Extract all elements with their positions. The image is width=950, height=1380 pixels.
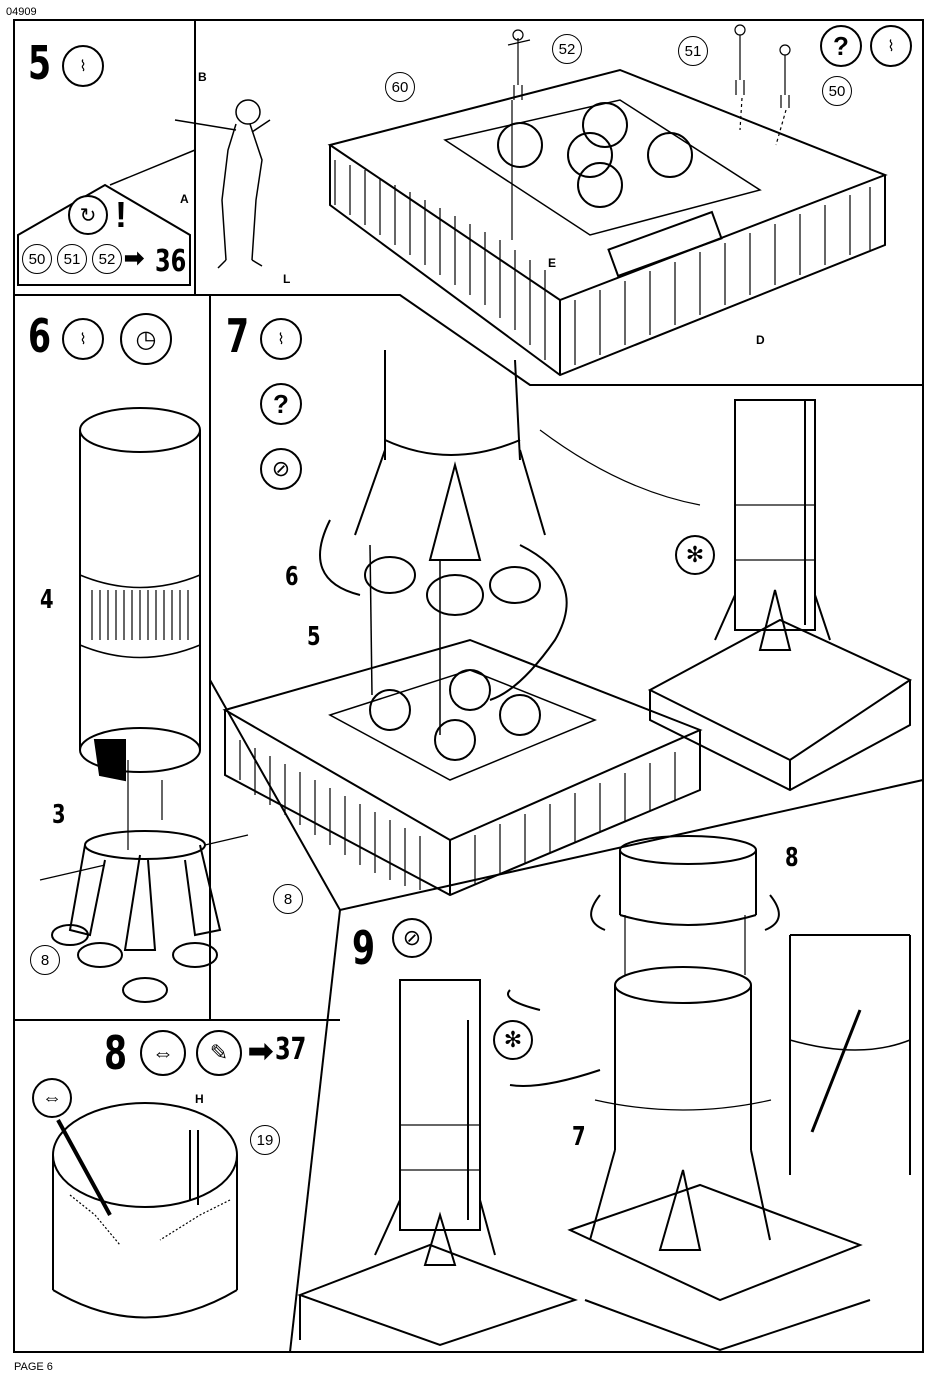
- part-circle-19: 19: [250, 1125, 280, 1155]
- flag-B: B: [198, 70, 207, 84]
- flag-H: H: [195, 1092, 204, 1106]
- glue-tube-icon: ⌇: [62, 45, 104, 87]
- part-circle-52: 52: [552, 34, 582, 64]
- glue-tube-icon: ⌇: [870, 25, 912, 67]
- flag-D: D: [756, 333, 765, 347]
- sand-icon: ⇔: [32, 1078, 72, 1118]
- part-circle-50: 50: [822, 76, 852, 106]
- arrow-right-icon: ➡: [248, 1035, 274, 1068]
- document-code: 04909: [6, 6, 37, 18]
- step9-assembly: [297, 835, 911, 1352]
- glue-tube-icon: ⌇: [260, 318, 302, 360]
- step5-callout-box: [17, 183, 191, 286]
- step7-rocket-and-base: [222, 350, 703, 897]
- sand-icon: ↻: [68, 195, 108, 235]
- clock-icon: ◷: [120, 313, 172, 365]
- page-number: PAGE 6: [14, 1361, 53, 1373]
- step-number-6: 6: [28, 309, 52, 363]
- part-circle-8: 8: [30, 945, 60, 975]
- part-label-8: 8: [785, 843, 799, 873]
- part-circle-52: 52: [92, 244, 122, 274]
- arrow-right-icon: ➡: [124, 245, 145, 272]
- no-glue-icon: ⊘: [260, 448, 302, 490]
- part-circle-51: 51: [678, 36, 708, 66]
- sand-icon: ⇔: [140, 1030, 186, 1076]
- step7-result-rocket: [647, 399, 913, 792]
- part-label-7: 7: [572, 1122, 586, 1152]
- part-circle-50: 50: [22, 244, 52, 274]
- no-glue-icon: ⊘: [392, 918, 432, 958]
- part-circle-8: 8: [273, 884, 303, 914]
- paint-brush-icon: ✎: [196, 1030, 242, 1076]
- glue-tube-icon: ⌇: [62, 318, 104, 360]
- step5-reference-step: 36: [155, 244, 187, 279]
- asterisk-icon: ✻: [493, 1020, 533, 1060]
- exclamation-icon: !: [115, 194, 127, 235]
- step-number-8: 8: [104, 1026, 128, 1080]
- step-number-9: 9: [352, 921, 376, 975]
- step-number-5: 5: [28, 36, 52, 90]
- flag-L: L: [283, 272, 291, 286]
- question-icon: ?: [820, 25, 862, 67]
- launch-platform-top: [327, 68, 888, 377]
- part-label-3: 3: [52, 800, 66, 830]
- part-label-4: 4: [40, 585, 54, 615]
- part-label-6: 6: [285, 562, 299, 592]
- step8-reference-step: 37: [275, 1032, 307, 1067]
- step-number-7: 7: [226, 309, 250, 363]
- flag-A: A: [180, 192, 189, 206]
- part-circle-60: 60: [385, 72, 415, 102]
- flag-E: E: [548, 256, 557, 270]
- step5-crew-figures: [507, 24, 791, 240]
- step8-ring-part: [52, 1102, 238, 1319]
- part-label-5: 5: [307, 622, 321, 652]
- step6-rocket-stage: [51, 407, 222, 1003]
- part-circle-51: 51: [57, 244, 87, 274]
- step5-figure-person: [174, 99, 271, 269]
- question-icon: ?: [260, 383, 302, 425]
- asterisk-icon: ✻: [675, 535, 715, 575]
